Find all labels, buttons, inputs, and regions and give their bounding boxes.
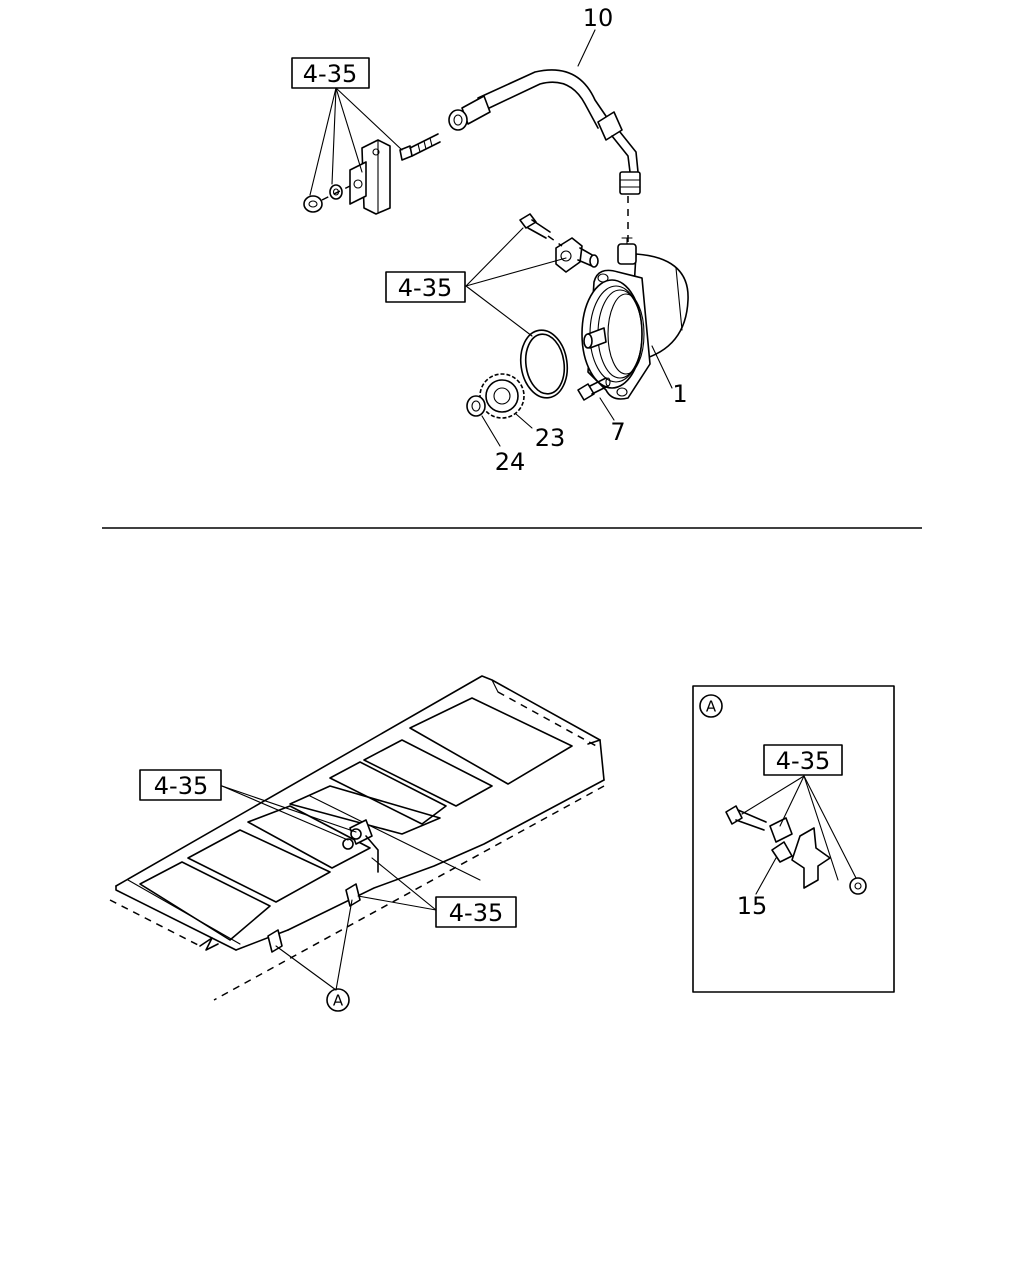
ref-box-bracket[interactable]: 4-35 (291, 57, 370, 89)
svg-text:A: A (706, 698, 717, 716)
ref-box-upper[interactable]: 4-35 (139, 769, 222, 801)
callout-7: 7 (610, 418, 625, 446)
svg-text:4-35: 4-35 (154, 772, 208, 800)
callout-1: 1 (672, 380, 687, 408)
ref-box-seal[interactable]: 4-35 (385, 271, 466, 303)
pump-assembly (581, 237, 689, 400)
svg-text:4-35: 4-35 (303, 60, 357, 88)
detail-inset: A 4-35 15 (692, 685, 895, 993)
nut-24 (466, 395, 501, 447)
top-figure: 4-35 4-35 10 1 7 23 24 (291, 4, 689, 476)
callout-24: 24 (495, 448, 526, 476)
o-ring (519, 329, 569, 399)
bottom-figure: 4-35 4-35 A (109, 675, 605, 1012)
callout-10: 10 (583, 4, 614, 32)
ref-box-inset[interactable]: 4-35 (763, 744, 843, 776)
pipe-assembly (448, 29, 641, 248)
detail-marker-a[interactable]: A (326, 988, 350, 1012)
bracket-assembly (303, 87, 441, 215)
svg-text:4-35: 4-35 (776, 747, 830, 775)
callout-23: 23 (535, 424, 566, 452)
svg-text:4-35: 4-35 (449, 899, 503, 927)
inset-marker-a: A (699, 694, 723, 718)
bolt-7 (577, 377, 615, 421)
callout-15: 15 (737, 892, 768, 920)
svg-text:A: A (333, 992, 344, 1010)
flange-fitting (519, 213, 599, 273)
svg-text:4-35: 4-35 (398, 274, 452, 302)
ref-box-lower[interactable]: 4-35 (435, 896, 517, 928)
gear-23 (479, 373, 533, 429)
